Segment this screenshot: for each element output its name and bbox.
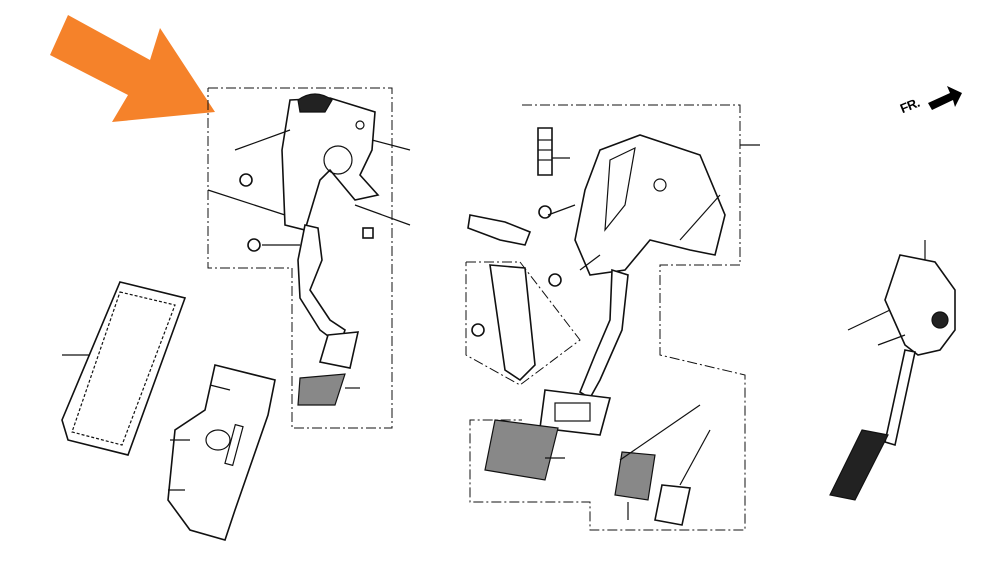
return-spring (537, 127, 553, 176)
pedal-bracket-left (281, 97, 380, 231)
brake-pedal-arm (579, 268, 629, 400)
leader-lines-center (545, 157, 721, 520)
group-outline-center (469, 104, 746, 531)
accelerator-pedal-assembly (884, 254, 956, 356)
accelerator-pedal-pad (61, 281, 187, 456)
brake-pedal-pad (484, 419, 559, 481)
leader-lines-left (207, 129, 411, 389)
front-direction-arrow (928, 86, 962, 110)
pedal-bracket-center (574, 134, 726, 276)
pedal-arm-left (297, 224, 346, 347)
accelerator-pedal-right (829, 429, 889, 501)
group-outline-left (207, 87, 393, 429)
highlight-arrow (50, 15, 215, 122)
pedal-bracket-lower (167, 364, 276, 541)
